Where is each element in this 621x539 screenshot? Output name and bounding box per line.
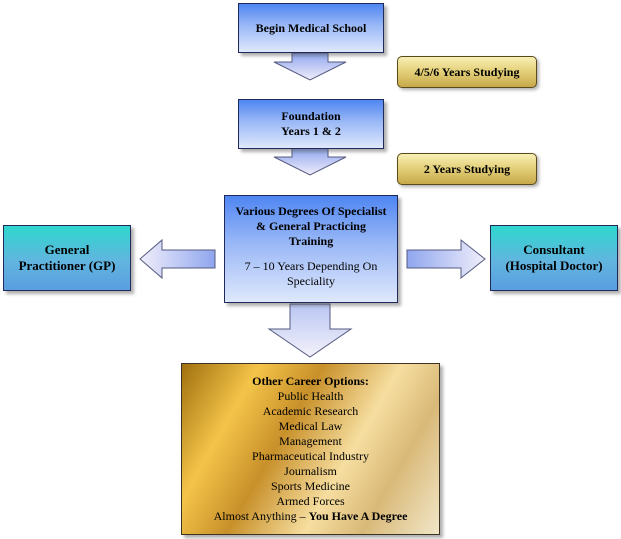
arrow-down-1 <box>273 52 347 81</box>
consultant-box: Consultant (Hospital Doctor) <box>490 225 618 291</box>
foundation-box: Foundation Years 1 & 2 <box>238 99 384 149</box>
option-item: Public Health <box>277 389 344 403</box>
arrow-right <box>406 238 486 280</box>
duration-label-1: 4/5/6 Years Studying <box>414 64 520 79</box>
duration-badge-1: 4/5/6 Years Studying <box>397 56 537 88</box>
training-title: Various Degrees Of Specialist & General … <box>235 204 387 248</box>
other-options-title: Other Career Options: <box>252 374 369 388</box>
option-last-prefix: Almost Anything – <box>213 509 309 523</box>
training-box: Various Degrees Of Specialist & General … <box>224 195 398 303</box>
option-item: Pharmaceutical Industry <box>252 449 369 463</box>
option-item: Sports Medicine <box>271 479 350 493</box>
arrow-down-3 <box>267 303 353 358</box>
foundation-years-label: Years 1 & 2 <box>281 124 341 138</box>
gp-box: General Practitioner (GP) <box>3 225 131 291</box>
begin-medical-school-box: Begin Medical School <box>238 3 384 53</box>
arrow-down-2 <box>273 147 347 176</box>
arrow-left <box>139 238 216 280</box>
duration-badge-2: 2 Years Studying <box>397 153 537 185</box>
option-item: Armed Forces <box>276 494 345 508</box>
gp-label: General Practitioner (GP) <box>18 242 116 273</box>
option-item: Academic Research <box>262 404 359 418</box>
option-last-emphasis: You Have A Degree <box>308 509 408 523</box>
foundation-label: Foundation <box>281 109 341 123</box>
duration-label-2: 2 Years Studying <box>423 161 511 176</box>
option-item: Journalism <box>284 464 337 478</box>
option-item: Management <box>279 434 342 448</box>
other-career-options-box: Other Career Options: Public Health Acad… <box>181 363 440 535</box>
option-item-last: Almost Anything – You Have A Degree <box>214 509 408 524</box>
begin-medical-school-label: Begin Medical School <box>255 20 367 35</box>
training-duration: 7 – 10 Years Depending On Speciality <box>244 259 378 288</box>
option-item: Medical Law <box>278 419 343 433</box>
consultant-label: Consultant (Hospital Doctor) <box>505 242 603 273</box>
